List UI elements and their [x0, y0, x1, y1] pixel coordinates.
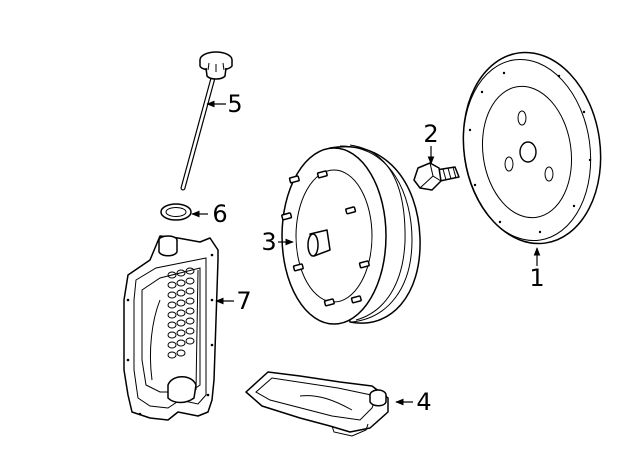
callout-leaders	[191, 100, 541, 406]
flexplate-part	[462, 51, 602, 245]
callout-labels: 1 2 3 4 5 6 7	[212, 90, 544, 416]
callout-7: 7	[236, 287, 251, 315]
transmission-filter-part	[245, 371, 389, 437]
torque-converter-part	[281, 144, 421, 325]
callout-2: 2	[423, 120, 438, 148]
dipstick-part	[180, 51, 233, 191]
seal-o-ring-part	[160, 203, 192, 221]
callout-3: 3	[261, 228, 276, 256]
transmission-pan-part	[123, 235, 219, 421]
callout-5: 5	[227, 90, 242, 118]
callout-4: 4	[416, 388, 431, 416]
flexplate-bolt-part	[413, 162, 460, 191]
callout-1: 1	[529, 264, 544, 292]
callout-6: 6	[212, 200, 227, 228]
